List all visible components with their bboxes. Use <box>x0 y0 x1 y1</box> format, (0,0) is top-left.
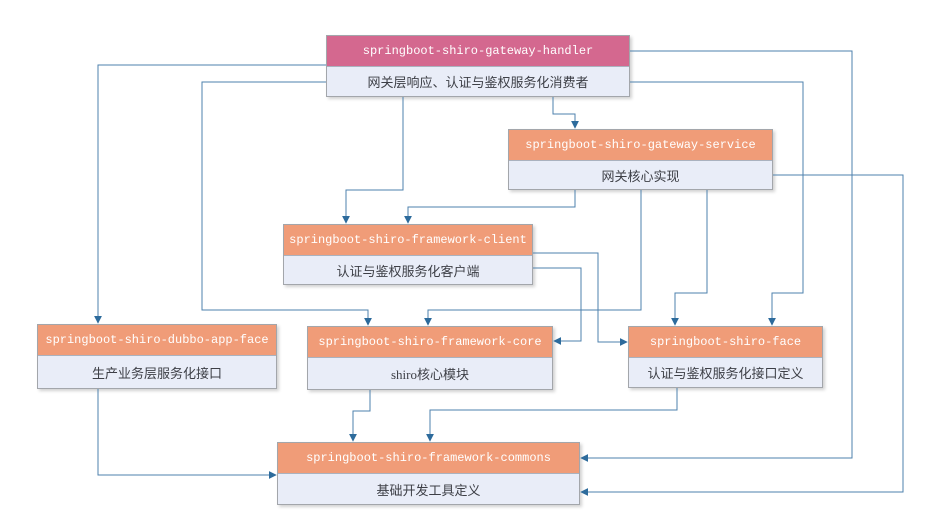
module-desc: shiro核心模块 <box>390 367 469 382</box>
module-name: springboot-shiro-face <box>629 327 822 358</box>
module-name: springboot-shiro-framework-client <box>284 225 532 256</box>
module-name: springboot-shiro-gateway-handler <box>327 36 629 67</box>
node-framework-core[interactable]: springboot-shiro-framework-core shiro核心模… <box>307 326 553 390</box>
module-desc: 认证与鉴权服务化客户端 <box>336 263 480 279</box>
module-name: springboot-shiro-dubbo-app-face <box>38 325 276 356</box>
connector-framework-core-to-framework-commons <box>349 390 371 442</box>
module-name: springboot-shiro-gateway-service <box>509 130 772 161</box>
module-desc: 生产业务层服务化接口 <box>91 365 222 381</box>
connector-gateway-handler-to-gateway-service <box>552 97 579 129</box>
connector-gateway-handler-to-face <box>630 81 804 326</box>
module-name: springboot-shiro-framework-commons <box>278 443 579 474</box>
connector-face-to-framework-commons <box>426 388 678 442</box>
node-face[interactable]: springboot-shiro-face 认证与鉴权服务化接口定义 <box>628 326 823 388</box>
module-name: springboot-shiro-framework-core <box>308 327 552 358</box>
node-dubbo-app-face[interactable]: springboot-shiro-dubbo-app-face 生产业务层服务化… <box>37 324 277 389</box>
node-framework-commons[interactable]: springboot-shiro-framework-commons 基础开发工… <box>277 442 580 505</box>
connector-gateway-handler-to-framework-client <box>342 97 404 224</box>
node-gateway-service[interactable]: springboot-shiro-gateway-service 网关核心实现 <box>508 129 773 190</box>
module-desc: 网关核心实现 <box>601 168 680 184</box>
connector-gateway-service-to-face <box>671 190 708 326</box>
connector-gateway-handler-to-framework-core <box>201 81 372 326</box>
node-gateway-handler[interactable]: springboot-shiro-gateway-handler 网关层响应、认… <box>326 35 630 97</box>
module-desc: 认证与鉴权服务化接口定义 <box>647 366 804 381</box>
connector-gateway-handler-to-framework-commons <box>580 50 853 462</box>
module-desc: 网关层响应、认证与鉴权服务化消费者 <box>367 75 589 90</box>
connector-gateway-service-to-framework-client <box>404 190 576 224</box>
connector-dubbo-app-face-to-framework-commons <box>97 389 277 479</box>
node-framework-client[interactable]: springboot-shiro-framework-client 认证与鉴权服… <box>283 224 533 285</box>
module-desc: 基础开发工具定义 <box>376 482 481 498</box>
